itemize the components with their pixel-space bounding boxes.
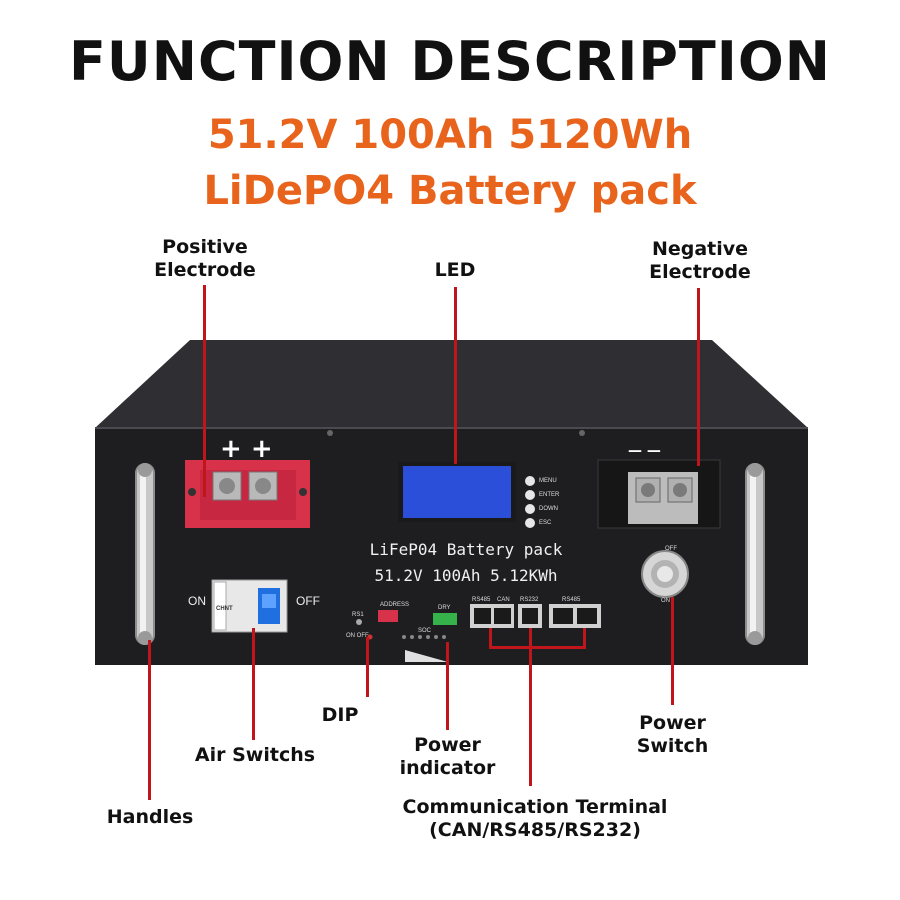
dry-contact-terminal (433, 613, 457, 625)
soc-label: SOC (418, 628, 432, 634)
knob-on-label: ON (661, 598, 670, 604)
comm-branch-right (583, 628, 586, 648)
negative-pointer-line (697, 288, 700, 466)
port-label-rs232: RS232 (520, 597, 539, 603)
down-button-label: DOWN (539, 506, 558, 512)
air-switch-breaker (211, 579, 288, 633)
run-label: ON OFF (346, 633, 369, 639)
power-switch-label: Power Switch (636, 712, 709, 757)
comm-pointer-line (529, 628, 532, 786)
port-label-rs485-2: RS485 (562, 597, 581, 603)
left-handle (135, 463, 155, 645)
menu-button (525, 476, 535, 486)
positive-terminal (185, 460, 310, 528)
comm-branch-horizontal (489, 646, 586, 649)
comm-branch-left (489, 628, 492, 648)
dip-pointer-line (366, 637, 369, 697)
right-handle (745, 463, 765, 645)
positive-pointer-line (203, 285, 206, 497)
plus-signs: + + (220, 434, 273, 464)
soc-leds (402, 635, 446, 639)
power-switch-pointer-line (671, 597, 674, 705)
minus-signs: — — (628, 443, 661, 459)
led-label: LED (434, 259, 476, 281)
power-indicator-label: Power indicator (399, 734, 496, 779)
negative-electrode-label: Negative Electrode (649, 238, 751, 283)
power-switch-knob (641, 550, 689, 598)
breaker-brand: CHNT (216, 606, 233, 612)
screw (579, 430, 585, 436)
knob-off-label: OFF (665, 546, 677, 552)
lcd-screen (403, 466, 511, 518)
enter-button (525, 490, 535, 500)
handles-pointer-line (148, 640, 151, 800)
spec-subtitle: 51.2V 100Ah 5120Wh (207, 112, 693, 158)
product-subtitle: LiDePO4 Battery pack (203, 168, 697, 214)
page-title: FUNCTION DESCRIPTION (69, 30, 831, 93)
dip-label: DIP (321, 704, 359, 726)
reset-button (356, 619, 362, 625)
port-label-rs485: RS485 (472, 597, 491, 603)
positive-electrode-label: Positive Electrode (154, 236, 256, 281)
handles-label: Handles (106, 806, 194, 828)
negative-terminal (597, 459, 721, 529)
led-pointer-line (454, 287, 457, 464)
dry-label: DRY (438, 605, 451, 611)
air-switches-label: Air Switchs (194, 744, 316, 766)
soc-wedge (405, 650, 448, 662)
communication-terminal-label: Communication Terminal (CAN/RS485/RS232) (402, 796, 668, 841)
air-switch-pointer-line (252, 628, 255, 740)
on-label: ON (188, 594, 206, 608)
esc-button (525, 518, 535, 528)
down-button (525, 504, 535, 514)
esc-button-label: ESC (539, 520, 552, 526)
panel-label-line2: 51.2V 100Ah 5.12KWh (374, 566, 558, 585)
port-label-can: CAN (497, 597, 510, 603)
enter-button-label: ENTER (539, 492, 560, 498)
battery-top-surface (95, 340, 808, 428)
panel-label-line1: LiFeP04 Battery pack (369, 540, 563, 559)
power-indicator-pointer-line (446, 642, 449, 730)
rs1-label: RS1 (352, 612, 364, 618)
address-label: ADDRESS (380, 602, 410, 608)
off-label: OFF (296, 594, 320, 608)
screw (327, 430, 333, 436)
menu-button-label: MENU (539, 478, 557, 484)
dip-switch-block (378, 610, 398, 622)
